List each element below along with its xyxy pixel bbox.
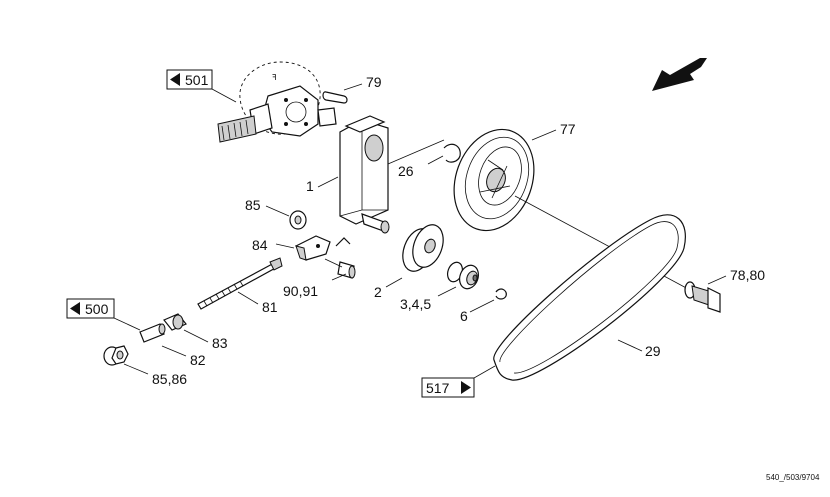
gearbox-housing: ꟻ: [217, 61, 337, 143]
callout-84: 84: [252, 237, 268, 253]
nut-washer-8586: [103, 345, 129, 366]
pin-82: [139, 323, 166, 343]
callout-345: 3,4,5: [400, 296, 431, 312]
washer-85: [289, 210, 307, 230]
callout-2: 2: [374, 284, 382, 300]
callout-7880: 78,80: [730, 267, 765, 283]
sleeve-83: [163, 313, 187, 331]
callout-6: 6: [460, 308, 468, 324]
circlip-6: [495, 288, 507, 300]
callout-26: 26: [398, 163, 414, 179]
key-79: [322, 91, 348, 104]
callout-9091: 90,91: [283, 283, 318, 299]
reference-label-517: 517: [426, 380, 450, 396]
pin-9091: [335, 237, 356, 279]
callout-81: 81: [262, 299, 278, 315]
svg-text:ꟻ: ꟻ: [272, 73, 277, 82]
direction-arrow-icon: [652, 58, 707, 91]
reference-label-501: 501: [185, 72, 209, 88]
reference-box-501[interactable]: 501: [166, 69, 213, 90]
bearing-set-345: [446, 261, 480, 290]
shaft: [361, 213, 390, 234]
callout-79: 79: [366, 74, 382, 90]
threaded-rod-81: [197, 257, 283, 310]
bracket-1: [339, 115, 389, 225]
footer-code: 540_/503/9704: [766, 473, 820, 482]
idler-pulley-2: [402, 224, 444, 272]
circlip-26: [443, 143, 461, 163]
bolt-7880: [684, 281, 721, 313]
clevis-84: [295, 235, 331, 261]
v-belt-29: [493, 214, 686, 381]
callout-83: 83: [212, 335, 228, 351]
callout-85: 85: [245, 197, 261, 213]
reference-box-500[interactable]: 500: [66, 298, 115, 319]
callout-8586: 85,86: [152, 371, 187, 387]
callout-82: 82: [190, 352, 206, 368]
drive-pulley-77: [453, 128, 535, 232]
callout-29: 29: [645, 343, 661, 359]
reference-label-500: 500: [85, 301, 109, 317]
callout-1: 1: [306, 178, 314, 194]
callout-77: 77: [560, 121, 576, 137]
reference-box-517[interactable]: 517: [421, 377, 475, 398]
